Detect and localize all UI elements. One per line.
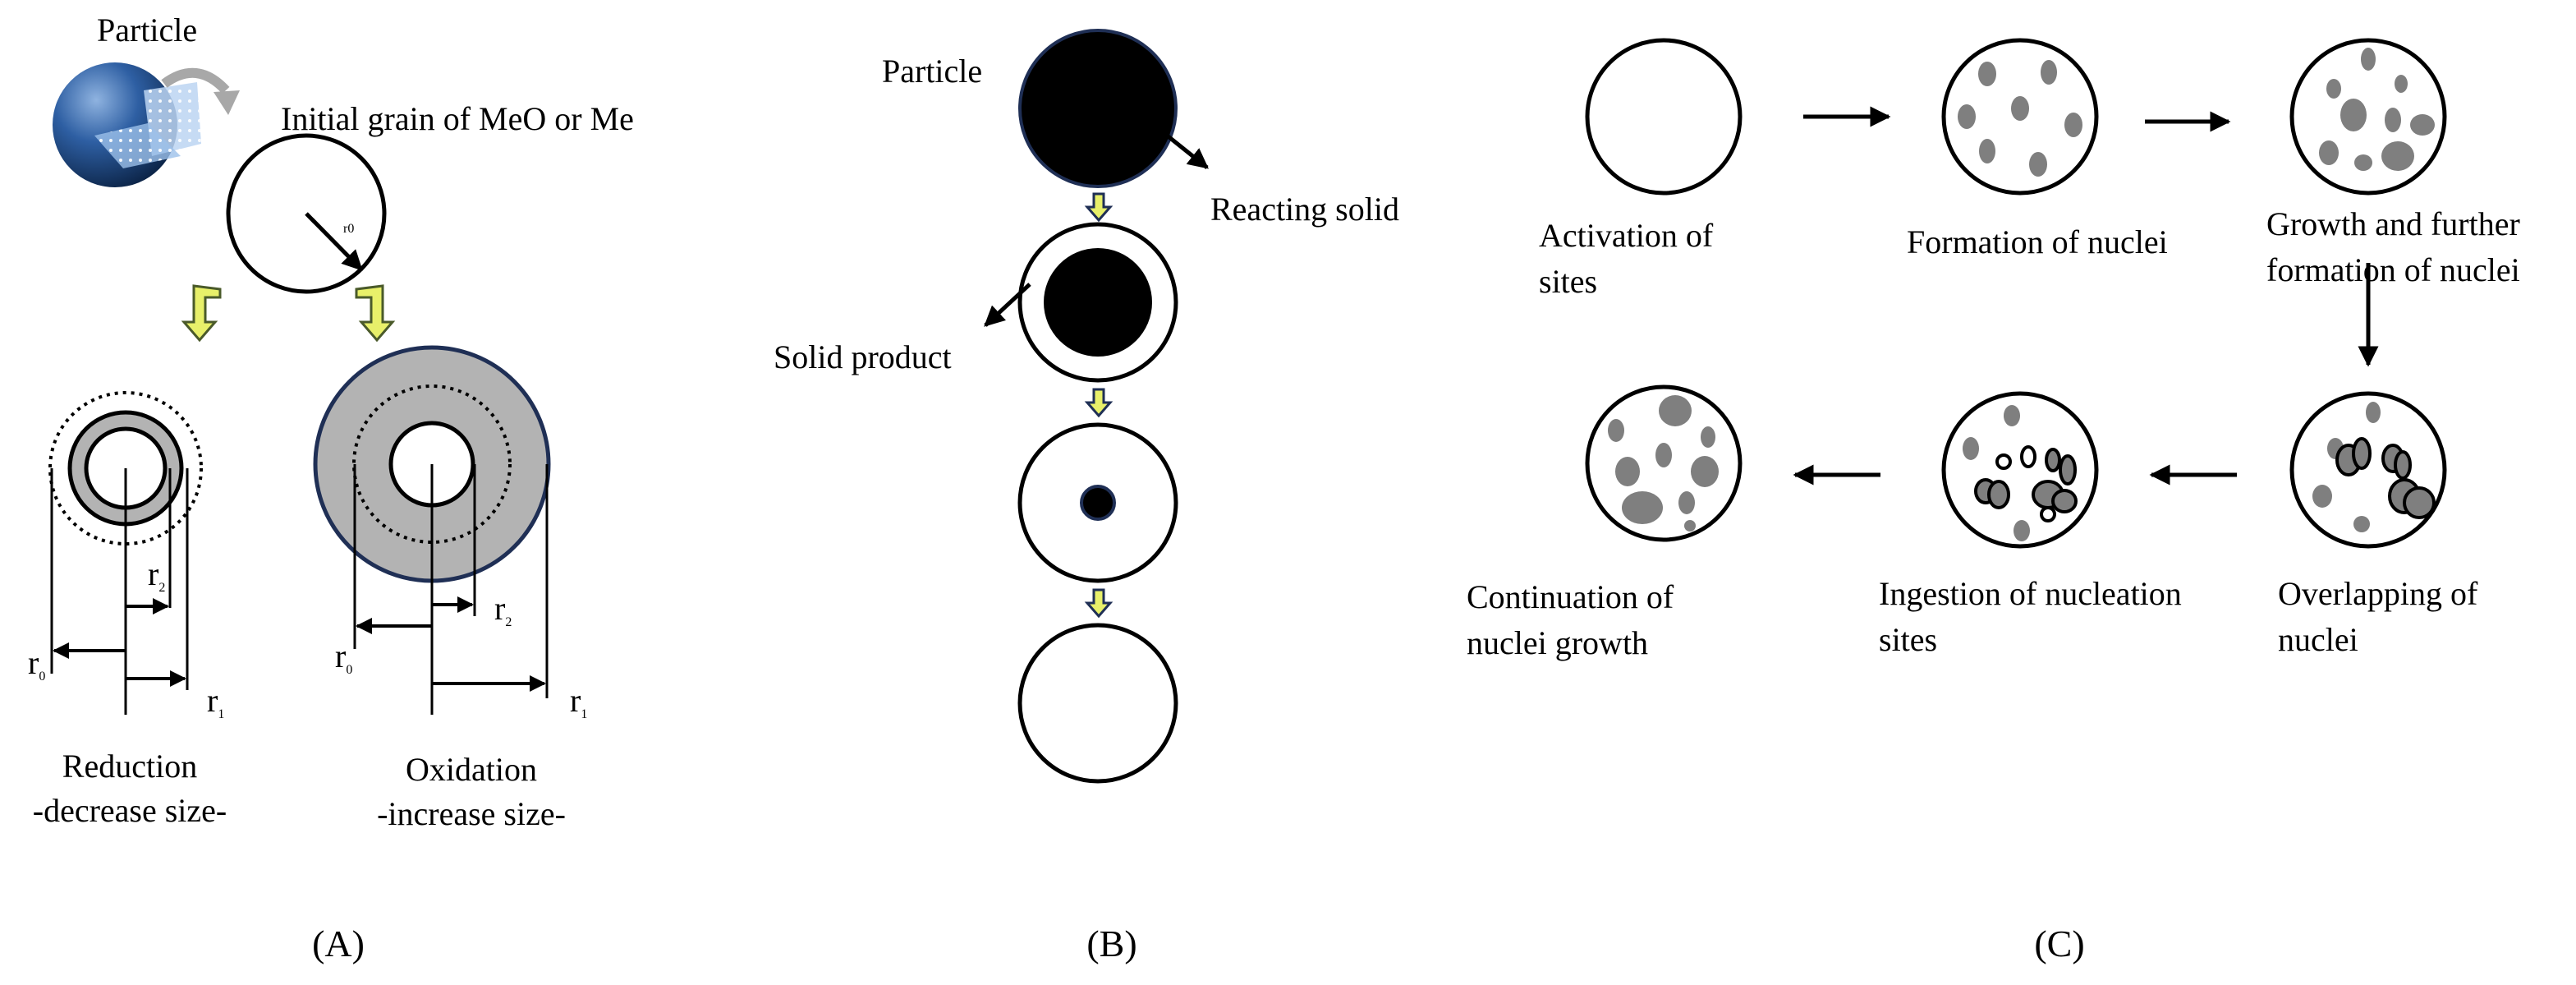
r0-small-label: r0 (343, 222, 354, 236)
particle-label-b: Particle (882, 53, 982, 90)
solid-product-arrow (984, 283, 1031, 327)
panel-c-label: (C) (2034, 923, 2084, 964)
r2-label: r2 (148, 555, 165, 595)
reduction-diagram: r2 r0 r1 Reduction -decrease size- (28, 391, 227, 829)
reacting-solid-label: Reacting solid (1210, 191, 1399, 228)
ox-r2-label: r2 (494, 590, 512, 629)
formation-nuclei-circle (1941, 38, 2099, 196)
particle-label: Particle (97, 12, 197, 48)
growth-nuclei-circle (2289, 38, 2447, 196)
reacting-solid-circle (1018, 29, 1178, 188)
panel-b: Particle Reacting solid Solid product (B… (774, 29, 1399, 964)
reduction-subtitle: -decrease size- (33, 792, 227, 829)
small-core-inner (1080, 485, 1116, 521)
yellow-arrow-left-icon (181, 284, 222, 343)
reduction-title: Reduction (62, 748, 197, 785)
down-arrow-1-icon (1084, 192, 1114, 223)
particle-sphere-icon (53, 62, 201, 187)
r0-radius-arrow (305, 212, 363, 271)
ox-r0-label: r0 (335, 637, 352, 677)
down-arrow-2-icon (1084, 388, 1114, 418)
ingestion-nuclei-circle (1941, 391, 2099, 549)
activation-circle (1585, 38, 1743, 196)
overlapping-nuclei-circle (2289, 391, 2447, 549)
oxidation-diagram: r0 r2 r1 Oxidation -increase size- (313, 345, 587, 832)
down-arrow-3-icon (1084, 588, 1114, 619)
r0-label: r0 (28, 644, 45, 684)
oxidation-subtitle: -increase size- (377, 795, 566, 832)
ox-r1-label: r1 (570, 682, 587, 721)
yellow-arrow-right-icon (355, 284, 396, 343)
step-label-formation: Formation of nuclei (1907, 223, 2168, 260)
rotate-arrow-icon (161, 67, 230, 94)
reduction-outer-dotted-circle (48, 391, 203, 545)
r1-label: r1 (207, 682, 224, 721)
panel-a: Particle Initial grain of MeO or Me r0 (28, 12, 634, 964)
oxidation-dotted-circle (352, 384, 512, 544)
reacting-solid-arrow (1164, 133, 1209, 169)
shrinking-core-inner (1044, 248, 1152, 357)
initial-grain-label: Initial grain of MeO or Me (281, 100, 634, 137)
panel-a-label: (A) (312, 923, 365, 964)
solid-product-label: Solid product (774, 338, 952, 375)
panel-b-label: (B) (1086, 923, 1136, 964)
fully-reacted-circle (1017, 623, 1178, 784)
oxidation-title: Oxidation (406, 751, 537, 788)
continuation-nuclei-circle (1585, 384, 1743, 542)
